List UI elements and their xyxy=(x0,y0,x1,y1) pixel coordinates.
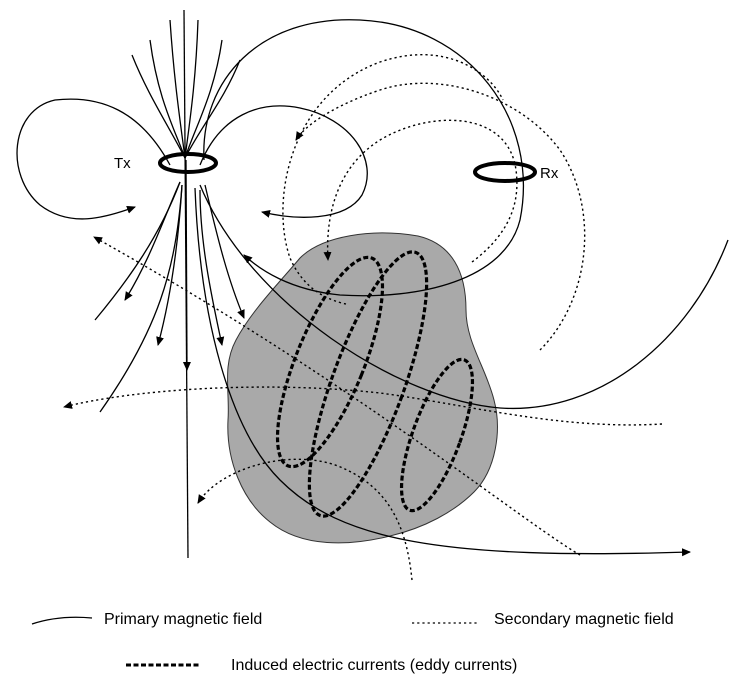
secondary-line xyxy=(93,236,581,556)
primary-line xyxy=(149,39,186,159)
eddy-loop xyxy=(307,250,429,518)
secondary-line xyxy=(323,119,518,263)
primary-line xyxy=(169,19,186,159)
transmitter-label: Tx xyxy=(114,155,131,172)
transmitter-coil xyxy=(158,152,218,174)
primary-line xyxy=(94,181,181,321)
primary-line xyxy=(184,59,241,159)
receiver-label: Rx xyxy=(540,165,559,182)
primary-line xyxy=(182,159,191,371)
primary-line xyxy=(184,39,223,159)
primary-line xyxy=(199,105,368,218)
primary-line xyxy=(124,181,181,301)
legend: Primary magnetic field Secondary magneti… xyxy=(31,611,674,674)
secondary-line xyxy=(63,386,663,426)
primary-line xyxy=(194,187,691,557)
conductive-body xyxy=(227,232,498,544)
eddy-loop xyxy=(275,255,385,469)
primary-line xyxy=(199,189,225,346)
legend-primary-label: Primary magnetic field xyxy=(104,611,262,628)
primary-line xyxy=(184,19,199,159)
primary-line xyxy=(131,54,186,159)
primary-line xyxy=(199,184,729,410)
secondary-line xyxy=(295,82,586,351)
legend-primary-swatch xyxy=(31,616,93,625)
legend-secondary-label: Secondary magnetic field xyxy=(494,611,674,628)
secondary-line xyxy=(282,53,504,305)
eddy-loop xyxy=(399,357,475,513)
primary-line xyxy=(156,184,183,346)
legend-eddy-label: Induced electric currents (eddy currents… xyxy=(231,657,517,674)
receiver-coil xyxy=(473,161,537,183)
eddy-current-loops xyxy=(275,250,475,518)
primary-line xyxy=(204,184,245,319)
primary-line xyxy=(16,98,171,220)
secondary-line xyxy=(197,458,413,581)
secondary-field-lines xyxy=(63,53,663,581)
